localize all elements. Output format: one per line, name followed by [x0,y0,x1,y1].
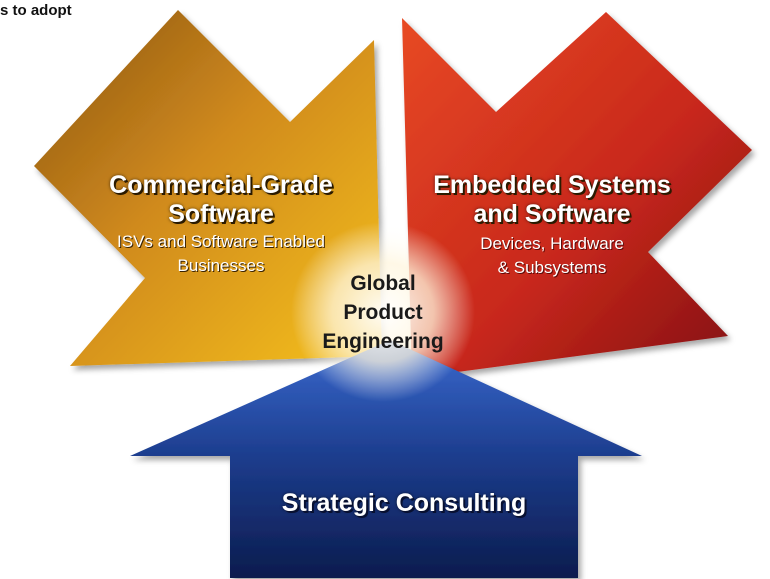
right-arrow-shape [402,12,752,378]
left-title-line1: Commercial-Grade [109,171,333,199]
bottom-arrow-shape [130,340,642,578]
right-sub-line1: Devices, Hardware [480,234,624,253]
bottom-title: Strategic Consulting [281,489,527,517]
center-line1: Global [350,272,416,295]
center-line3: Engineering [322,330,444,353]
right-title-line2: and Software [473,200,631,228]
left-title-line2: Software [168,200,274,228]
left-sub-line1: ISVs and Software Enabled [117,232,325,251]
right-title-line1: Embedded Systems [433,171,671,199]
left-sub-line2: Businesses [177,256,265,275]
right-sub-line2: & Subsystems [497,258,607,277]
center-glow [291,222,475,402]
center-line2: Product [343,301,423,324]
corner-fragment-text: s to adopt [0,2,72,19]
left-arrow-shape [34,10,382,366]
